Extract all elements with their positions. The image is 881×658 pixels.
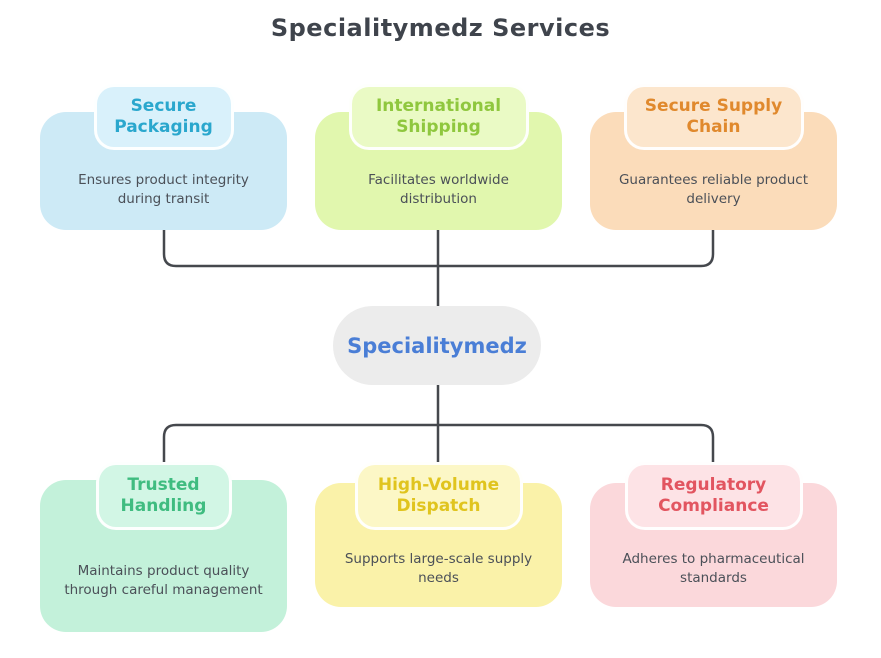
center-node-specialitymedz: Specialitymedz [333, 306, 541, 385]
service-title: Trusted Handling [120, 474, 207, 516]
connector-top-bracket [162, 230, 715, 268]
service-card-international-shipping: International Shipping Facilitates world… [315, 84, 562, 230]
connector-bottom-bracket [162, 423, 715, 462]
service-pill-secure-supply-chain: Secure Supply Chain [623, 84, 804, 150]
service-card-secure-packaging: Secure Packaging Ensures product integri… [40, 84, 287, 230]
service-description: Facilitates worldwide distribution [368, 172, 509, 207]
service-pill-international-shipping: International Shipping [348, 84, 529, 150]
service-pill-high-volume-dispatch: High-Volume Dispatch [354, 462, 523, 530]
service-title: Secure Packaging [114, 95, 213, 137]
service-title: Secure Supply Chain [644, 95, 783, 137]
service-pill-trusted-handling: Trusted Handling [95, 462, 232, 530]
service-card-high-volume-dispatch: High-Volume Dispatch Supports large-scal… [315, 462, 562, 607]
service-card-trusted-handling: Trusted Handling Maintains product quali… [40, 462, 287, 632]
service-pill-regulatory-compliance: Regulatory Compliance [624, 462, 803, 530]
service-card-regulatory-compliance: Regulatory Compliance Adheres to pharmac… [590, 462, 837, 607]
service-description: Guarantees reliable product delivery [618, 172, 809, 207]
service-description: Adheres to pharmaceutical standards [622, 550, 805, 586]
service-title: High-Volume Dispatch [377, 474, 500, 516]
service-description: Maintains product quality through carefu… [64, 563, 263, 598]
service-card-secure-supply-chain: Secure Supply Chain Guarantees reliable … [590, 84, 837, 230]
service-description: Supports large-scale supply needs [344, 550, 533, 586]
service-pill-secure-packaging: Secure Packaging [93, 84, 234, 150]
page-title: Specialitymedz Services [270, 14, 611, 42]
service-description: Ensures product integrity during transit [78, 172, 249, 207]
service-title: International Shipping [375, 95, 502, 137]
service-title: Regulatory Compliance [658, 474, 769, 516]
center-node-label: Specialitymedz [347, 333, 527, 358]
